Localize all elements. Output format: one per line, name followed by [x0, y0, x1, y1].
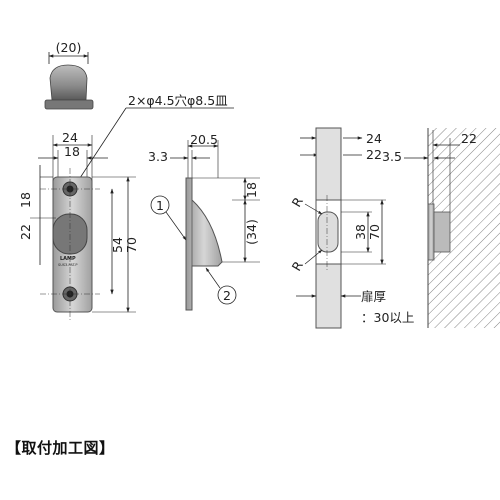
- plate-logo: LAMP: [60, 256, 76, 262]
- mortise-hole: [317, 211, 339, 253]
- radius-top-label: R: [289, 194, 306, 209]
- mortise-total-label: 70: [367, 224, 382, 240]
- hole-note-label: 2×φ4.5穴φ8.5皿: [128, 93, 228, 108]
- dim-hole-pitch: 54: [110, 237, 125, 253]
- callout-1-circle: [150, 195, 170, 215]
- mortise-length-label: 38: [353, 224, 368, 240]
- plate-width-inner: 18: [64, 144, 80, 159]
- knob-width-label: (20): [56, 40, 82, 55]
- door-mortise-view: 24 22 R R 38 70 扉厚 ：30以上: [289, 127, 414, 329]
- radius-bottom-label: R: [289, 258, 306, 273]
- plate-width-outer: 24: [62, 130, 78, 145]
- plate-code: SUS3-PAT.P: [58, 263, 77, 267]
- door-thickness-value: ：30以上: [361, 310, 414, 325]
- side-top-label: 18: [244, 182, 259, 198]
- callout-2-label: 2: [223, 288, 231, 303]
- frame-offset-label: 3.5: [382, 149, 402, 164]
- frame-view: 22 3.5: [382, 128, 500, 328]
- frame-catch: [433, 211, 451, 253]
- dim-hole-offset: 22: [18, 224, 33, 240]
- dim-hole-top: 18: [18, 192, 33, 208]
- drawing-caption: 【取付加工図】: [6, 439, 115, 457]
- frame-width-label: 22: [461, 131, 477, 146]
- plate-front-view: 2×φ4.5穴φ8.5皿 24 18 LAMP SUS3-PAT.P 18: [18, 93, 234, 320]
- mortise-width-outer: 24: [366, 131, 382, 146]
- side-height-label: (34): [244, 219, 259, 245]
- callout-2-circle: [217, 285, 237, 305]
- side-depth-label: 20.5: [190, 132, 218, 147]
- knob-shape: [49, 64, 88, 101]
- dim-plate-length: 70: [124, 237, 139, 253]
- side-profile: [185, 177, 223, 311]
- frame-plate: [427, 203, 435, 261]
- side-offset-label: 3.3: [148, 149, 168, 164]
- mortise-width-inner: 22: [366, 147, 382, 162]
- callout-1-label: 1: [156, 198, 164, 213]
- knob-view: (20): [44, 40, 94, 110]
- side-view: 20.5 3.3 18 (34) 1 2: [148, 132, 260, 311]
- door-thickness-label: 扉厚: [361, 289, 386, 304]
